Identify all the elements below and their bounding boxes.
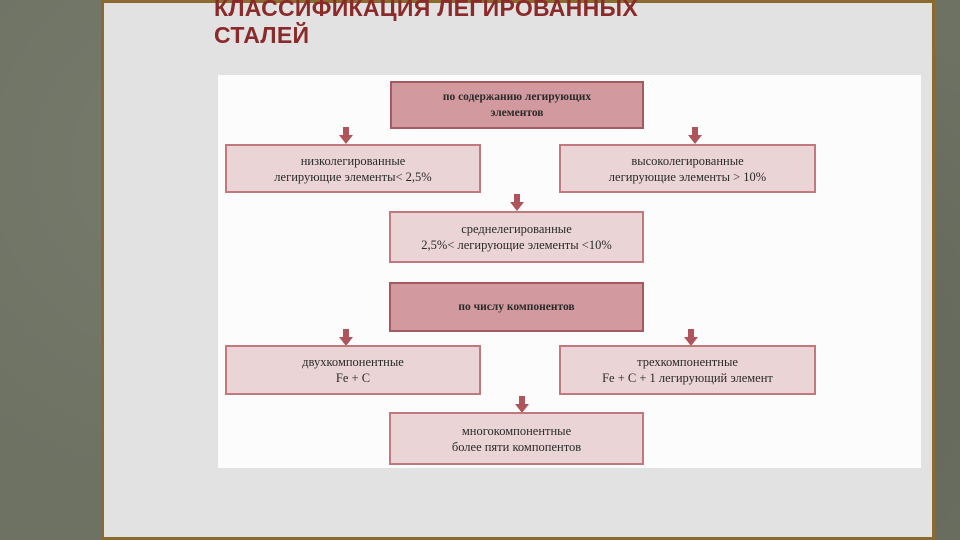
arrow-down-icon [339,127,353,145]
slide-title-line1: КЛАССИФИКАЦИЯ ЛЕГИРОВАННЫХ [214,0,638,21]
two-component-formula: Fe + C [335,371,371,385]
high-alloy-range: легирующие элементы > 10% [608,169,767,184]
box-medium-alloy: среднелегированные 2,5%< легирующие элем… [389,211,644,263]
arrow-down-icon [339,329,353,347]
high-alloy-name: высоколегированные [631,153,744,168]
arrow-down-icon [515,396,529,414]
medium-alloy-name: среднелегированные [461,222,572,236]
header-by-content: по содержанию легирующих элементов [390,81,644,129]
box-two-component: двухкомпонентные Fe + C [225,345,481,395]
two-component-name: двухкомпонентные [302,355,404,369]
low-alloy-range: легирующие элементы< 2,5% [274,169,432,184]
box-low-alloy: низколегированные легирующие элементы< 2… [225,144,481,193]
header-by-content-line1: по содержанию легирующих [442,91,592,103]
slide-content: КЛАССИФИКАЦИЯ ЛЕГИРОВАННЫХ СТАЛЕЙ по сод… [104,0,932,537]
header-by-components-label: по числу компонентов [458,301,575,313]
slide-title: КЛАССИФИКАЦИЯ ЛЕГИРОВАННЫХ СТАЛЕЙ [214,0,638,49]
multi-component-desc: более пяти компопентов [451,439,582,454]
multi-component-name: многокомпонентные [461,423,572,438]
box-high-alloy: высоколегированные легирующие элементы >… [559,144,816,193]
slide-frame: КЛАССИФИКАЦИЯ ЛЕГИРОВАННЫХ СТАЛЕЙ по сод… [101,0,935,540]
slide-title-line2: СТАЛЕЙ [214,22,310,48]
low-alloy-name: низколегированные [300,153,406,168]
box-three-component: трехкомпонентные Fe + C + 1 легирующий э… [559,345,816,395]
classification-diagram: по содержанию легирующих элементов низко… [218,75,921,468]
box-multi-component: многокомпонентные более пяти компопентов [389,412,644,465]
arrow-down-icon [510,194,524,212]
three-component-formula: Fe + C + 1 легирующий элемент [602,371,773,385]
header-by-content-line2: элементов [490,107,544,119]
three-component-name: трехкомпонентные [637,355,738,369]
arrow-down-icon [684,329,698,347]
header-by-components: по числу компонентов [389,282,644,332]
medium-alloy-range: 2,5%< легирующие элементы <10% [421,238,612,252]
arrow-down-icon [688,127,702,145]
